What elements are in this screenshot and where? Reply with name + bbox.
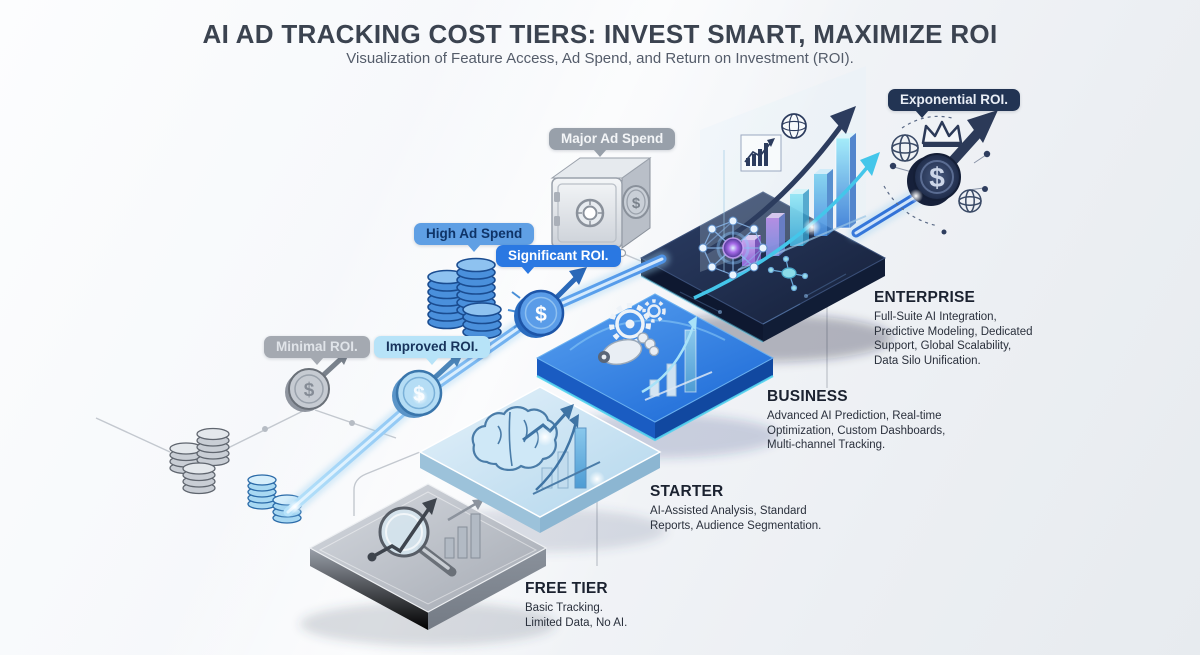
satellite-node-icon bbox=[767, 255, 809, 292]
badge-minimal-roi: Minimal ROI. bbox=[264, 336, 370, 365]
tier-desc-line: Predictive Modeling, Dedicated bbox=[874, 325, 1033, 338]
tier-name-business: BUSINESS bbox=[767, 388, 848, 405]
magnifier-trend-icon bbox=[367, 498, 484, 577]
tier-name-free: FREE TIER bbox=[525, 580, 608, 597]
tier-desc-line: Basic Tracking. bbox=[525, 602, 603, 614]
business-platform bbox=[535, 293, 775, 442]
tier-desc-line: Advanced AI Prediction, Real-time bbox=[767, 410, 942, 422]
tier-name-starter: STARTER bbox=[650, 483, 724, 500]
tier-desc-line: Full-Suite AI Integration, bbox=[874, 311, 997, 323]
holographic-chart bbox=[693, 66, 880, 300]
brain-analytics-icon bbox=[471, 404, 601, 495]
minimal-roi-coin-icon: $ bbox=[285, 347, 352, 412]
globe-icon-small bbox=[958, 189, 982, 213]
exponential-roi-graphic: $ bbox=[883, 110, 998, 235]
tier-desc-line: Reports, Audience Segmentation. bbox=[650, 519, 822, 532]
significant-roi-coin-icon: $ bbox=[507, 267, 587, 338]
coin-stack-blue-large bbox=[427, 257, 502, 340]
globe-icon bbox=[891, 134, 919, 162]
tier-label-free: FREE TIER Basic Tracking. Limited Data, … bbox=[525, 580, 627, 630]
page-title: AI AD TRACKING COST TIERS: INVEST SMART,… bbox=[202, 19, 998, 49]
glow-sparkles bbox=[288, 189, 923, 514]
badge-improved-roi: Improved ROI. bbox=[374, 336, 491, 365]
badge-major-ad-spend: Major Ad Spend bbox=[549, 128, 676, 157]
tier-label-enterprise: ENTERPRISE Full-Suite AI Integration, Pr… bbox=[874, 289, 1033, 368]
significant-dollar-glyph: $ bbox=[535, 303, 547, 326]
coin-stack-gray bbox=[169, 427, 230, 495]
tier-desc-line: Optimization, Custom Dashboards, bbox=[767, 424, 946, 437]
exponential-dollar-glyph: $ bbox=[929, 162, 945, 193]
tier-desc-line: Data Silo Unification. bbox=[874, 354, 981, 367]
tier-desc-line: AI-Assisted Analysis, Standard bbox=[650, 505, 807, 517]
crown-icon bbox=[921, 120, 963, 147]
tier-desc-line: Limited Data, No AI. bbox=[525, 616, 628, 629]
safe-icon: $ bbox=[550, 157, 652, 254]
tier-name-enterprise: ENTERPRISE bbox=[874, 289, 976, 306]
connector-dots bbox=[262, 420, 355, 432]
badge-high-ad-spend: High Ad Spend bbox=[414, 223, 535, 252]
tier-desc-line: Multi-channel Tracking. bbox=[767, 439, 886, 451]
badge-exponential-roi: Exponential ROI. bbox=[888, 89, 1021, 118]
minimal-dollar-glyph: $ bbox=[304, 380, 315, 401]
robot-hand-gear-icon bbox=[598, 299, 713, 401]
tier-label-business: BUSINESS Advanced AI Prediction, Real-ti… bbox=[767, 388, 945, 453]
badge-significant-roi: Significant ROI. bbox=[496, 245, 621, 274]
tier-label-starter: STARTER AI-Assisted Analysis, Standard R… bbox=[650, 483, 821, 533]
safe-dollar-glyph: $ bbox=[632, 195, 641, 212]
page-subtitle: Visualization of Feature Access, Ad Spen… bbox=[346, 50, 854, 67]
neural-network-icon bbox=[698, 216, 809, 292]
tier-desc-line: Support, Global Scalability, bbox=[874, 340, 1012, 352]
